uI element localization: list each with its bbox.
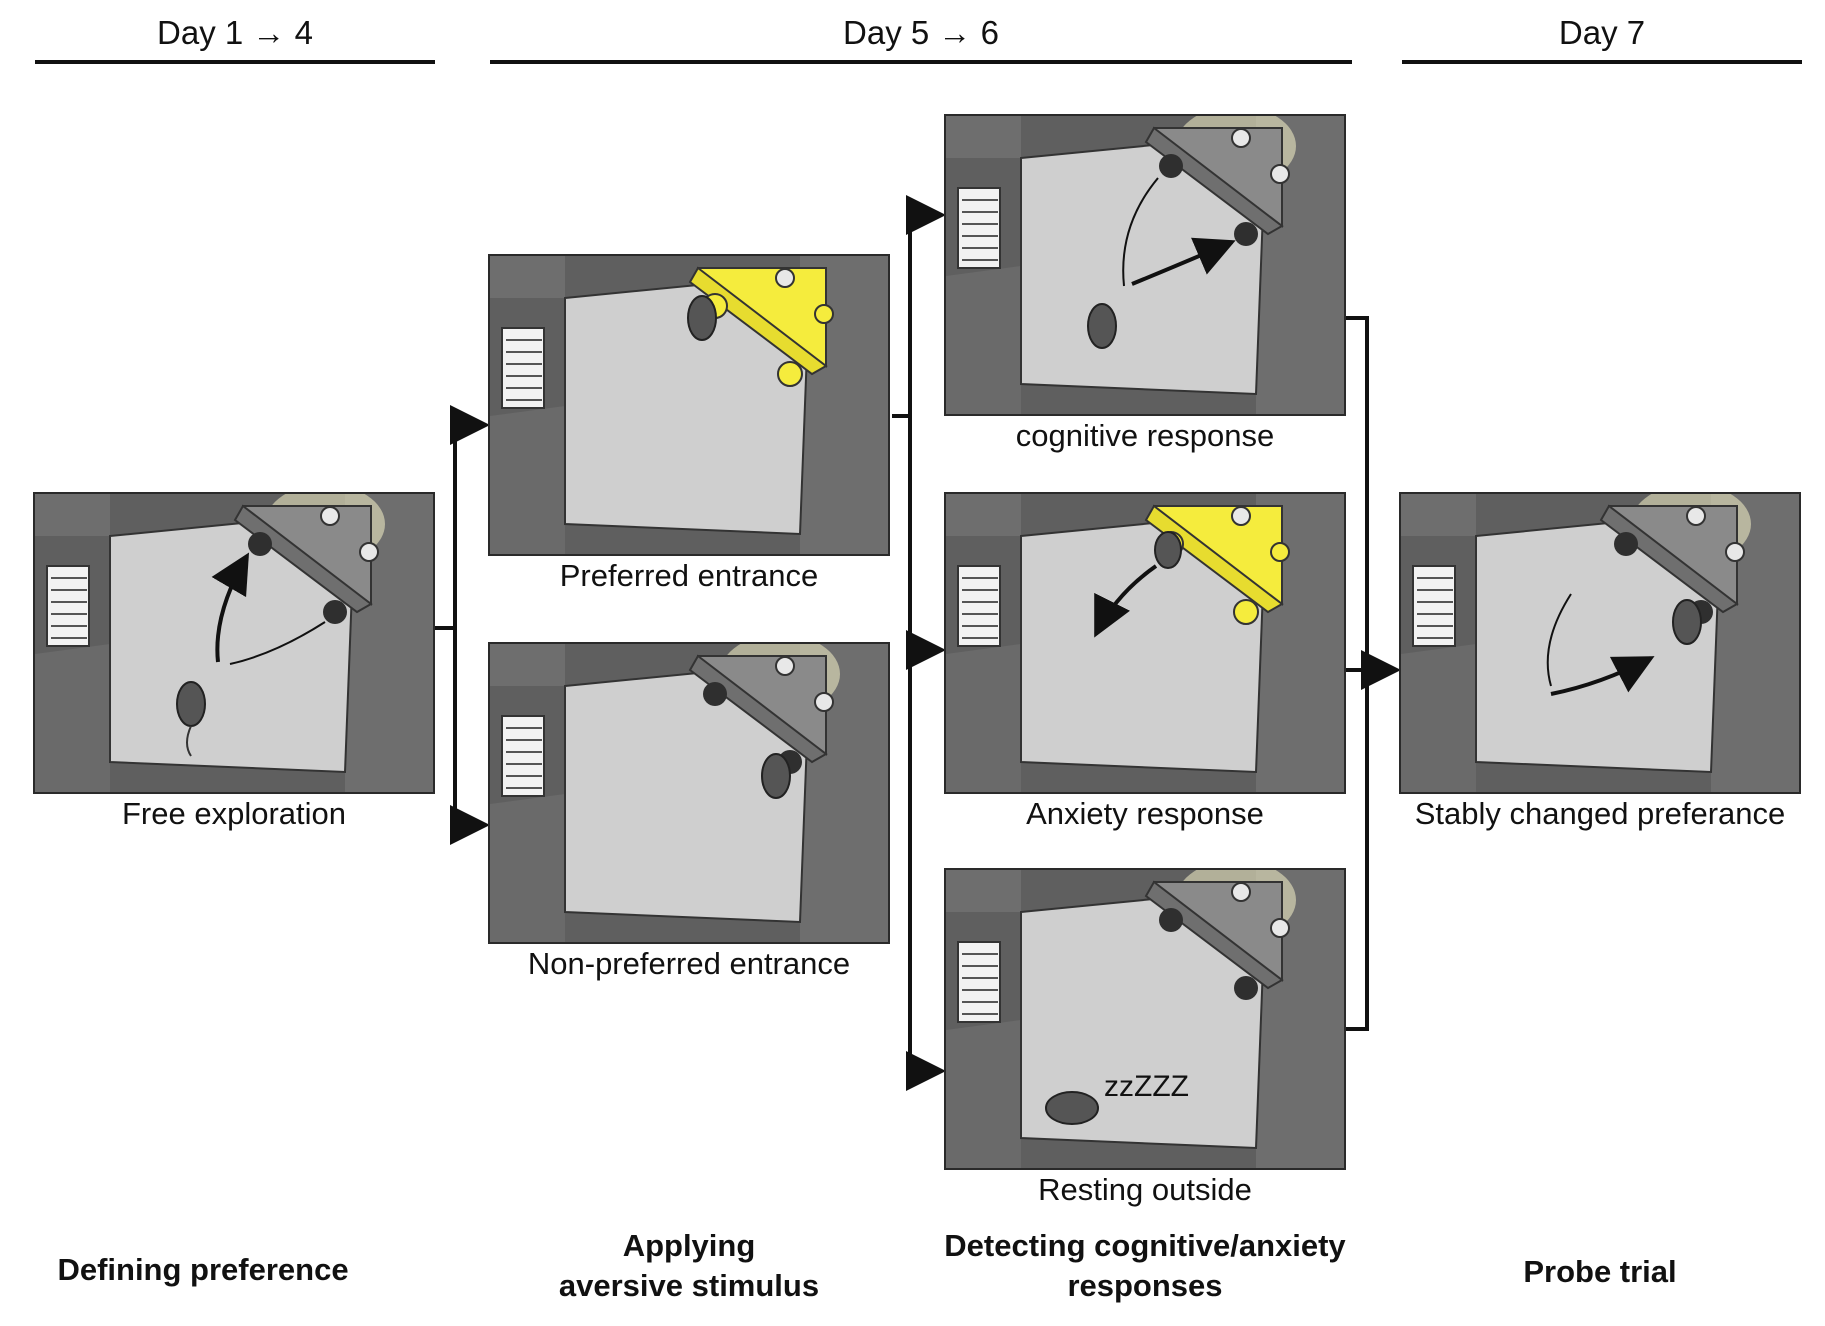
phase-applying-line1: Applying xyxy=(622,1228,756,1263)
panel-resting-outside xyxy=(944,868,1346,1170)
sleep-text: zzZZZ xyxy=(1104,1070,1189,1103)
caption-free-exploration: Free exploration xyxy=(121,796,346,831)
day-label-5-6: Day 5 → 6 xyxy=(843,14,999,51)
caption-resting-outside: Resting outside xyxy=(1038,1172,1252,1207)
day-rule-5-6 xyxy=(490,60,1352,64)
caption-probe-trial: Stably changed preferance xyxy=(1414,796,1786,831)
panel-nonpreferred-entrance xyxy=(488,642,890,944)
panel-probe-trial xyxy=(1399,492,1801,794)
day-label-1-4: Day 1 → 4 xyxy=(157,14,313,51)
panel-cognitive-response xyxy=(944,114,1346,416)
phase-applying-line2: aversive stimulus xyxy=(558,1268,820,1303)
phase-probe-trial: Probe trial xyxy=(1523,1254,1677,1289)
day-rule-1-4 xyxy=(35,60,435,64)
caption-nonpreferred-entrance: Non-preferred entrance xyxy=(527,946,851,981)
caption-cognitive-response: cognitive response xyxy=(1015,418,1275,453)
phase-detecting-responses: Detecting cognitive/anxiety responses xyxy=(920,1226,1370,1306)
phase-detecting-line1: Detecting cognitive/anxiety xyxy=(944,1228,1346,1263)
phase-detecting-line2: responses xyxy=(1067,1268,1223,1303)
panel-free-exploration xyxy=(33,492,435,794)
phase-defining-preference: Defining preference xyxy=(57,1252,349,1287)
day-rule-7 xyxy=(1402,60,1802,64)
panel-anxiety-response xyxy=(944,492,1346,794)
phase-applying-aversive-stimulus: Applying aversive stimulus xyxy=(488,1226,890,1306)
day-label-7: Day 7 xyxy=(1558,14,1646,51)
caption-preferred-entrance: Preferred entrance xyxy=(559,558,819,593)
caption-anxiety-response: Anxiety response xyxy=(1026,796,1264,831)
panel-preferred-entrance xyxy=(488,254,890,556)
